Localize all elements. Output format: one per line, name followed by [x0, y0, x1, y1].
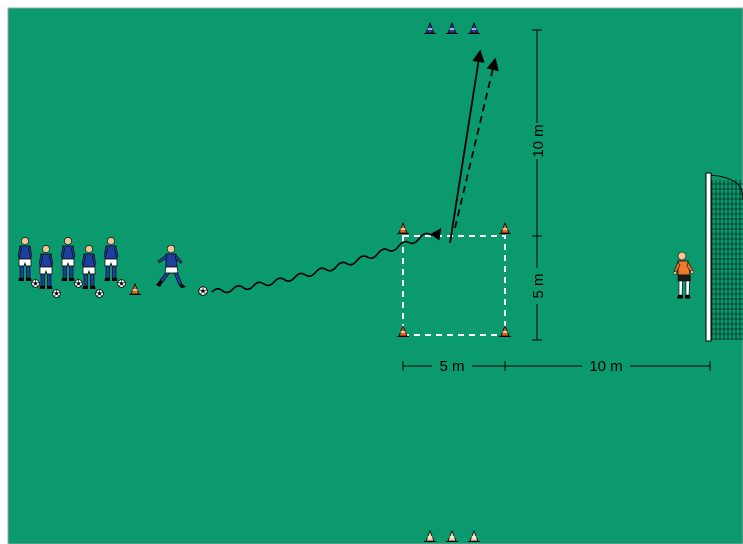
goal-net-icon [706, 173, 743, 341]
dimension-label-middle: 5 m [530, 273, 547, 298]
soccer-ball-icon [118, 280, 126, 288]
dimension-label-top: 10 m [530, 124, 547, 157]
pitch [8, 8, 743, 544]
soccer-ball-icon [96, 290, 104, 298]
dimension-label-square: 5 m [439, 358, 464, 375]
goal-post [706, 173, 711, 341]
soccer-ball-icon [53, 290, 61, 298]
soccer-ball-icon [32, 280, 40, 288]
dimension-label-goal: 10 m [589, 358, 622, 375]
soccer-ball-icon [75, 280, 83, 288]
soccer-ball-icon [199, 287, 208, 296]
